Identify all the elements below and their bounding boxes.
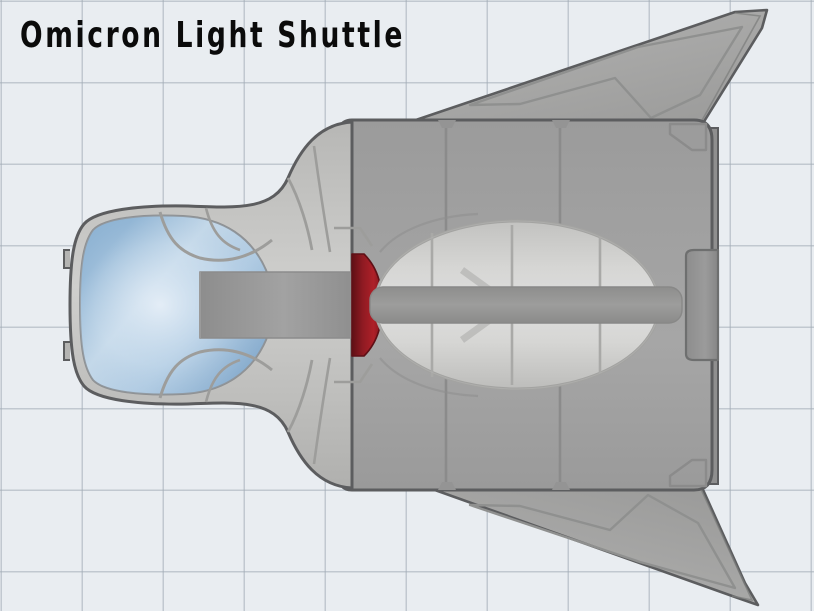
lower-wing: [402, 477, 760, 607]
fuselage-throat: [199, 271, 353, 339]
central-spine-band: [369, 286, 683, 324]
engine-nozzle: [684, 248, 720, 362]
forward-hull-panels: [158, 145, 374, 465]
upper-wing: [402, 8, 769, 134]
page-title: Omicron Light Shuttle: [20, 15, 406, 56]
bay-shoulder-seams: [379, 212, 479, 398]
